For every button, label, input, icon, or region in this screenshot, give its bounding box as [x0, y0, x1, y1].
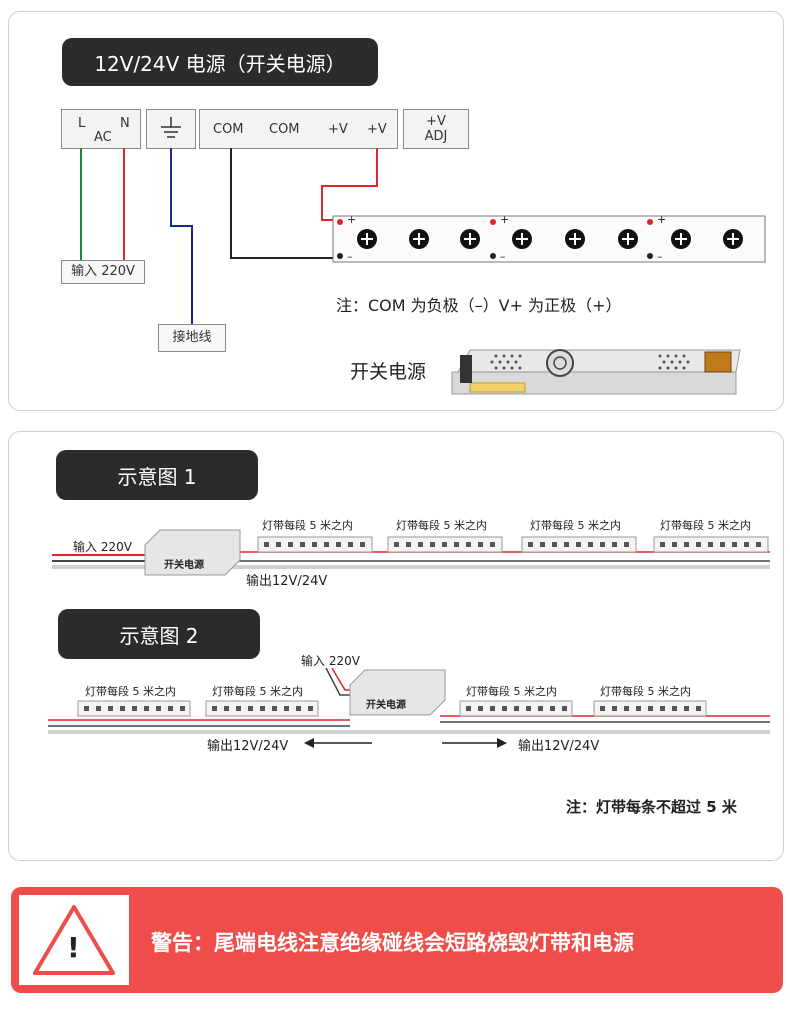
- panel1-wiring-lines: [80, 148, 766, 324]
- strip-plus-mark: +: [347, 213, 357, 226]
- diagram2-title: 示意图 2: [119, 623, 199, 648]
- ground-symbol-icon: [161, 117, 181, 138]
- diagram2-strip-label: 灯带每段 5 米之内: [85, 685, 176, 698]
- diagram1-strip-label: 灯带每段 5 米之内: [660, 519, 751, 532]
- input-220v-label: 输入 220V: [71, 264, 135, 279]
- diagram1-strip-label: 灯带每段 5 米之内: [396, 519, 487, 532]
- diagram2-output-right-label: 输出12V/24V: [518, 739, 600, 754]
- warning-triangle-icon: [33, 905, 115, 975]
- diagram2-psu-box: [349, 669, 446, 716]
- terminal-adj-v-label: +V: [426, 114, 446, 129]
- polarity-note: 注：COM 为负极（–）V+ 为正极（+）: [336, 296, 622, 315]
- warning-icon-box: !: [19, 895, 129, 985]
- psu-connector-icon: [460, 355, 472, 383]
- switching-psu-image: [451, 349, 741, 395]
- terminal-n-label: N: [120, 116, 130, 131]
- left-arrow-icon: [304, 738, 372, 748]
- ac-terminal-block: L N AC: [61, 109, 141, 149]
- terminal-vplus2-label: +V: [367, 122, 387, 137]
- diagram1-wiring: [52, 529, 770, 576]
- ground-wire-tag: 接地线: [158, 324, 226, 352]
- input-220v-tag: 输入 220V: [61, 260, 145, 284]
- psu-fan-icon: [546, 349, 574, 377]
- switching-psu-caption: 开关电源: [350, 361, 427, 383]
- led-strip-body: [332, 215, 766, 263]
- terminal-l-label: L: [78, 116, 86, 131]
- diagram1-strip-label: 灯带每段 5 米之内: [530, 519, 621, 532]
- right-arrow-icon: [442, 738, 507, 748]
- diagram1-title-pill: 示意图 1: [56, 450, 258, 500]
- ground-wire-label: 接地线: [172, 330, 212, 345]
- warning-exclamation: !: [67, 931, 80, 964]
- diagram1-input-label: 输入 220V: [73, 540, 132, 554]
- vplus-red-wire: [321, 148, 378, 221]
- power-supply-title: 12V/24V 电源（开关电源）: [94, 51, 346, 76]
- diagram2-strip-label: 灯带每段 5 米之内: [466, 685, 557, 698]
- diagram1-psu-box: [144, 529, 241, 576]
- ground-blue-wire: [170, 148, 193, 324]
- warning-banner: ! 警告：尾端电线注意绝缘碰线会短路烧毁灯带和电源: [11, 887, 783, 993]
- strip-pads: [337, 219, 653, 259]
- adj-terminal-block: +V ADJ: [403, 109, 469, 149]
- terminal-com2-label: COM: [269, 122, 300, 137]
- diagram2-strip-label: 灯带每段 5 米之内: [212, 685, 303, 698]
- diagram2-title-pill: 示意图 2: [58, 609, 260, 659]
- strip-minus-mark: –: [500, 250, 506, 263]
- diagram1-output-label: 输出12V/24V: [246, 574, 328, 589]
- output-terminal-block: COM COM +V +V: [199, 109, 398, 149]
- warning-text: 警告：尾端电线注意绝缘碰线会短路烧毁灯带和电源: [151, 931, 634, 955]
- led-strip-leds: [357, 229, 743, 249]
- power-supply-title-pill: 12V/24V 电源（开关电源）: [62, 38, 378, 86]
- diagram2-psu-label: 开关电源: [366, 700, 406, 711]
- terminal-vplus1-label: +V: [328, 122, 348, 137]
- terminal-com1-label: COM: [213, 122, 244, 137]
- terminal-ac-label: AC: [94, 130, 112, 145]
- diagram1-psu-label: 开关电源: [164, 560, 204, 571]
- ground-terminal-block: [146, 109, 196, 149]
- strip-plus-mark: +: [657, 213, 667, 226]
- diagram2-input-label: 输入 220V: [301, 654, 360, 668]
- diagram1-strip-label: 灯带每段 5 米之内: [262, 519, 353, 532]
- diagram1-title: 示意图 1: [117, 464, 197, 489]
- diagram2-output-left-label: 输出12V/24V: [207, 739, 289, 754]
- strip-minus-mark: –: [657, 250, 663, 263]
- com-black-wire: [230, 148, 333, 259]
- terminal-adj-label: ADJ: [424, 129, 448, 144]
- diagram2-wiring: [48, 667, 770, 748]
- strip-length-note: 注：灯带每条不超过 5 米: [566, 798, 737, 816]
- strip-plus-mark: +: [500, 213, 510, 226]
- strip-minus-mark: –: [347, 250, 353, 263]
- diagram2-strip-label: 灯带每段 5 米之内: [600, 685, 691, 698]
